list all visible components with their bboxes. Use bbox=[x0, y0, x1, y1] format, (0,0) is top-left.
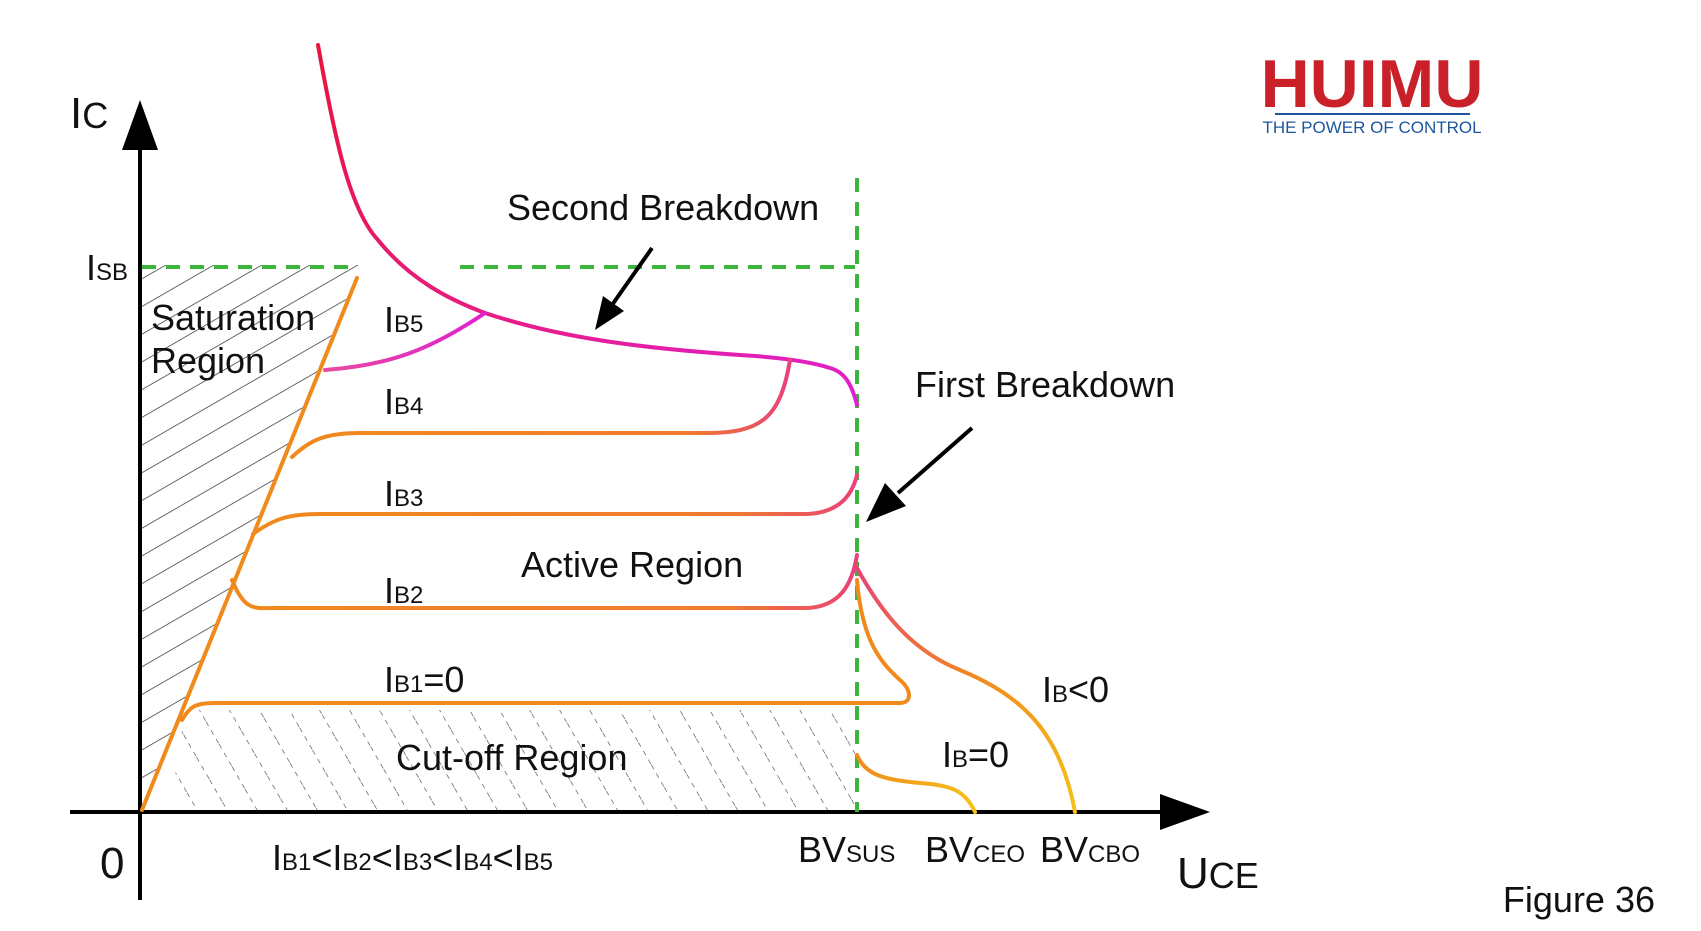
active-region-label: Active Region bbox=[521, 544, 743, 585]
origin-label: 0 bbox=[100, 839, 124, 888]
ib-negative-label: IB<0 bbox=[1042, 669, 1109, 710]
logo-tagline: THE POWER OF CONTROL bbox=[1262, 118, 1481, 137]
ib4-curve bbox=[290, 358, 792, 459]
cutoff-region-hatch bbox=[170, 710, 855, 810]
ib5-curve bbox=[323, 311, 487, 372]
cutoff-region-label: Cut-off Region bbox=[396, 737, 627, 778]
ib-negative-curve bbox=[855, 566, 1077, 814]
isb-label: ISB bbox=[86, 247, 128, 288]
logo-wordmark: HUIMU bbox=[1261, 46, 1484, 122]
second-breakdown-label: Second Breakdown bbox=[507, 187, 819, 228]
x-axis-label: UCE bbox=[1177, 849, 1259, 898]
x-axis-arrowhead bbox=[1160, 794, 1210, 830]
ib5-label: IB5 bbox=[384, 299, 423, 340]
first-breakdown-pointer bbox=[866, 426, 974, 522]
ib1-curve bbox=[180, 578, 911, 722]
saturation-region-label-2: Region bbox=[151, 340, 265, 381]
y-axis-arrowhead bbox=[122, 100, 158, 150]
saturation-region-label-1: Saturation bbox=[151, 297, 315, 338]
bvceo-label: BVCEO bbox=[925, 829, 1025, 870]
huimu-logo: HUIMU THE POWER OF CONTROL bbox=[1261, 46, 1484, 137]
ib1-label: IB1=0 bbox=[384, 659, 464, 700]
ib-ordering-label: IB1<IB2<IB3<IB4<IB5 bbox=[272, 837, 553, 878]
second-breakdown-pointer bbox=[595, 246, 654, 330]
ib2-curve bbox=[230, 553, 859, 611]
ib4-label: IB4 bbox=[384, 381, 423, 422]
ib3-curve bbox=[251, 473, 859, 536]
y-axis-label: IC bbox=[70, 89, 108, 138]
bvsus-label: BVSUS bbox=[798, 829, 895, 870]
bvcbo-label: BVCBO bbox=[1040, 829, 1140, 870]
ib-zero-label: IB=0 bbox=[942, 734, 1009, 775]
ib-zero-curve bbox=[855, 753, 977, 814]
saturation-boundary-line bbox=[140, 276, 359, 812]
first-breakdown-label: First Breakdown bbox=[915, 364, 1175, 405]
figure-number: Figure 36 bbox=[1503, 879, 1655, 920]
ib2-label: IB2 bbox=[384, 570, 423, 611]
ib3-label: IB3 bbox=[384, 473, 423, 514]
second-breakdown-locus bbox=[316, 43, 859, 407]
